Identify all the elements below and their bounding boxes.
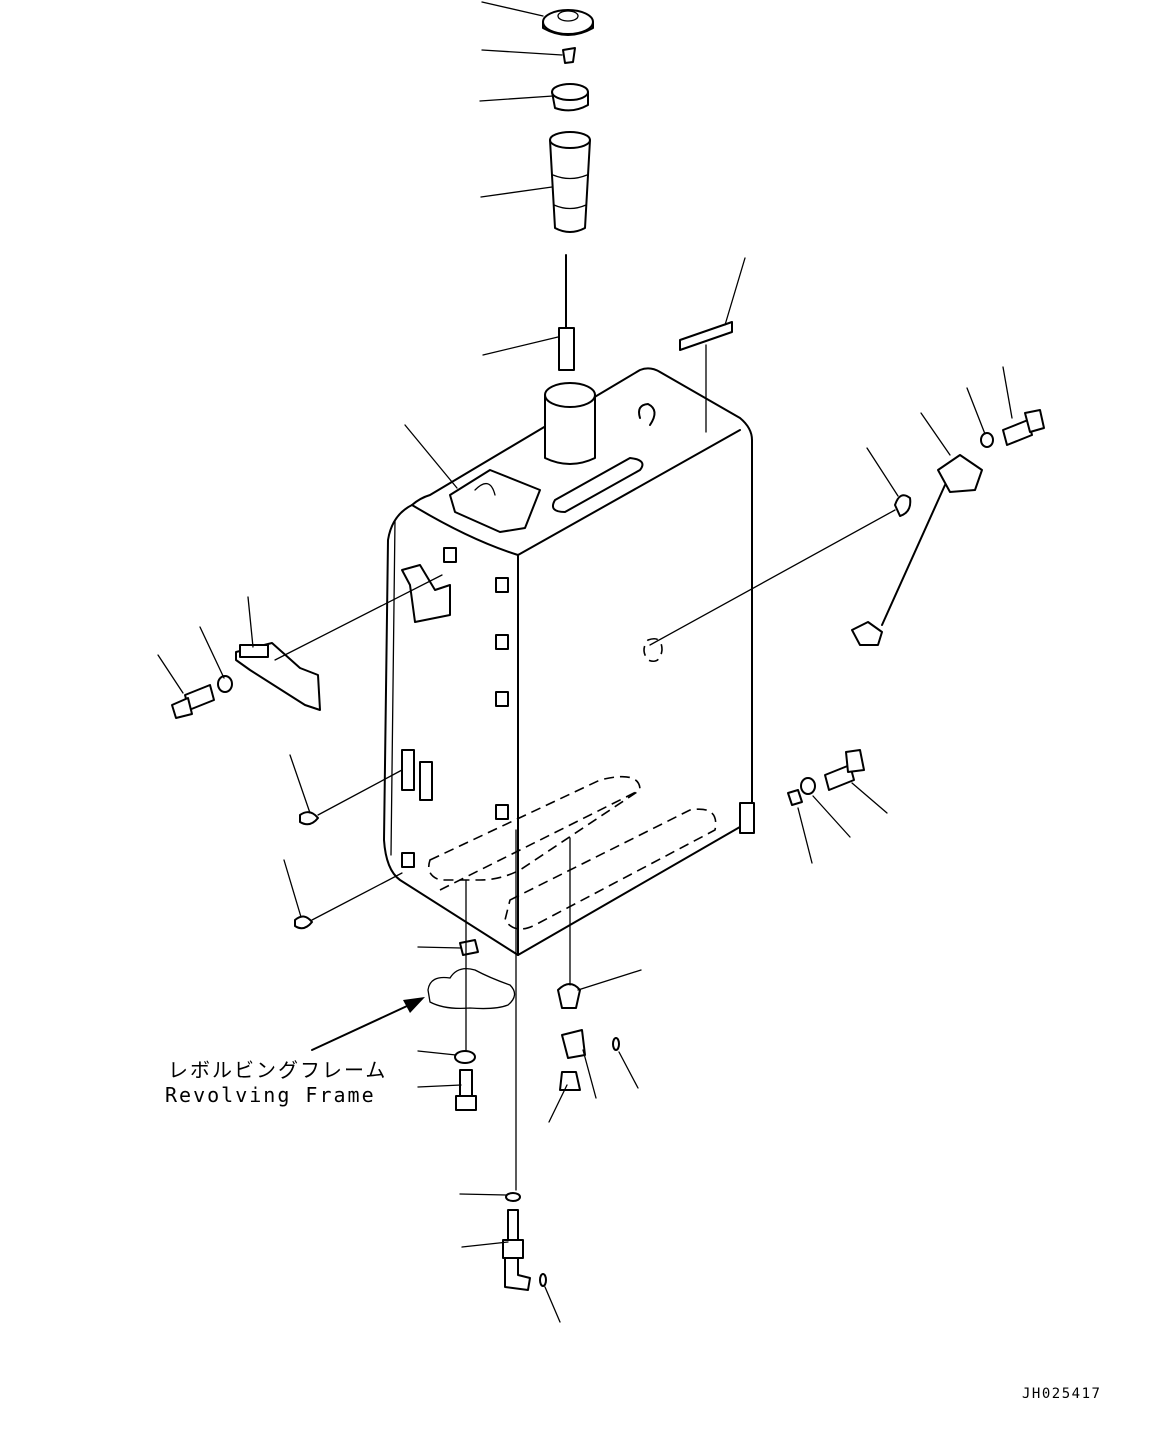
elbow-fitting <box>561 1029 586 1059</box>
o-ring-bottom <box>505 1192 521 1202</box>
o-ring-small <box>612 1037 620 1051</box>
bolt-right-mid <box>824 749 865 791</box>
drawing-number: JH025417 <box>1022 1386 1102 1402</box>
mounting-bracket <box>235 642 321 711</box>
top-cover-plate <box>449 469 541 533</box>
drain-cap <box>559 1071 581 1091</box>
lifting-hook <box>638 403 656 426</box>
bracket-leader <box>274 574 443 661</box>
revolving-frame-label-japanese: レボルビングフレーム <box>168 1058 388 1082</box>
side-bolt-heads <box>401 547 755 868</box>
side-bracket <box>401 564 451 623</box>
strainer-ring <box>551 83 589 112</box>
callout-arrowhead <box>403 997 425 1013</box>
gauge-rod <box>558 254 575 371</box>
top-rail <box>552 457 644 513</box>
revolving-frame-label-english: Revolving Frame <box>165 1083 376 1107</box>
bolt-left <box>171 684 215 719</box>
bolt-bottom <box>455 1069 477 1111</box>
washer-right-top <box>980 432 994 448</box>
plug-leader-upper <box>317 769 403 816</box>
tank-body <box>383 367 753 956</box>
fuel-level-sensor <box>851 454 983 646</box>
washer-bottom <box>454 1050 476 1064</box>
plug-leader-lower <box>311 872 403 921</box>
washer-left <box>217 675 233 693</box>
revolving-frame-outline <box>427 967 516 1010</box>
bolt-right-top <box>1002 409 1045 446</box>
bottom-plate <box>459 939 479 956</box>
plug-lower <box>294 915 313 930</box>
strainer <box>549 131 591 233</box>
drain-pipe <box>502 1209 531 1291</box>
caution-plate <box>679 321 733 351</box>
cap-pin <box>562 47 576 64</box>
o-ring-pipe <box>539 1273 547 1287</box>
plug-upper <box>299 811 319 826</box>
sender-mount-hole <box>643 637 663 663</box>
filler-cap <box>542 9 594 36</box>
spacer-right <box>787 789 803 806</box>
filler-neck <box>544 382 596 465</box>
leader-lines <box>157 1 1013 1323</box>
washer-right-mid <box>800 777 816 795</box>
sensor-leader <box>649 509 896 646</box>
drain-valve <box>557 983 581 1009</box>
callout-arrow <box>311 999 421 1051</box>
sensor-gasket <box>894 494 912 517</box>
